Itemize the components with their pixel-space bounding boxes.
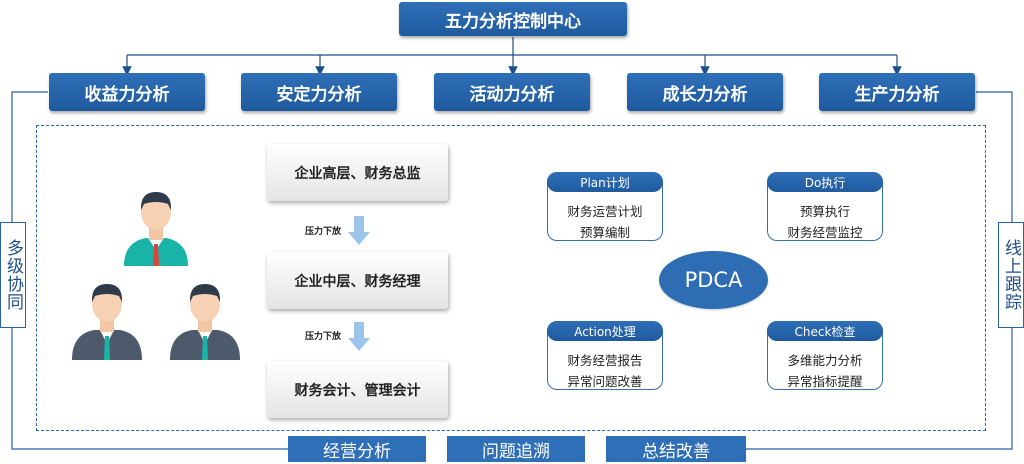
bottom-label-improvement: 总结改善: [606, 436, 746, 462]
category-revenue: 收益力分析: [49, 73, 205, 111]
pdca-do-title: Do执行: [767, 172, 883, 192]
pdca-plan-card: Plan计划 财务运营计划 预算编制: [547, 172, 663, 241]
pdca-do-item: 预算执行: [799, 204, 850, 219]
pdca-plan-title: Plan计划: [547, 172, 663, 192]
down-arrow-icon: [348, 216, 370, 245]
pdca-action-title: Action处理: [547, 321, 663, 341]
pdca-check-card: Check检查 多维能力分析 异常指标提醒: [767, 321, 883, 390]
category-activity: 活动力分析: [434, 73, 590, 111]
pdca-center-label: PDCA: [659, 251, 768, 309]
side-label-left: 多级协同: [0, 222, 26, 328]
pdca-do-card: Do执行 预算执行 财务经营监控: [767, 172, 883, 241]
pdca-action-card: Action处理 财务经营报告 异常问题改善: [547, 321, 663, 390]
pdca-check-title: Check检查: [767, 321, 883, 341]
category-stability: 安定力分析: [241, 73, 397, 111]
pressure-label-2: 压力下放: [305, 332, 342, 342]
category-growth: 成长力分析: [627, 73, 783, 111]
down-arrow-icon: [348, 322, 370, 351]
pdca-plan-item: 预算编制: [579, 225, 630, 240]
business-people-icon: [72, 192, 240, 360]
pressure-label-1: 压力下放: [305, 227, 342, 237]
bottom-label-analysis: 经营分析: [288, 436, 426, 462]
pdca-do-item: 财务经营监控: [787, 225, 863, 240]
level-middle-management: 企业中层、财务经理: [267, 252, 448, 309]
content-frame: [36, 125, 986, 431]
control-center-title: 五力分析控制中心: [399, 2, 627, 36]
level-accounting: 财务会计、管理会计: [267, 361, 448, 418]
bottom-label-traceback: 问题追溯: [447, 436, 585, 462]
pdca-action-item: 异常问题改善: [567, 374, 643, 389]
pdca-plan-item: 财务运营计划: [567, 204, 643, 219]
side-label-right: 线上跟踪: [998, 222, 1024, 328]
pdca-action-item: 财务经营报告: [567, 353, 643, 368]
pdca-check-item: 异常指标提醒: [787, 374, 863, 389]
level-top-management: 企业高层、财务总监: [267, 144, 448, 201]
category-productivity: 生产力分析: [819, 73, 975, 111]
pdca-check-item: 多维能力分析: [787, 353, 863, 368]
